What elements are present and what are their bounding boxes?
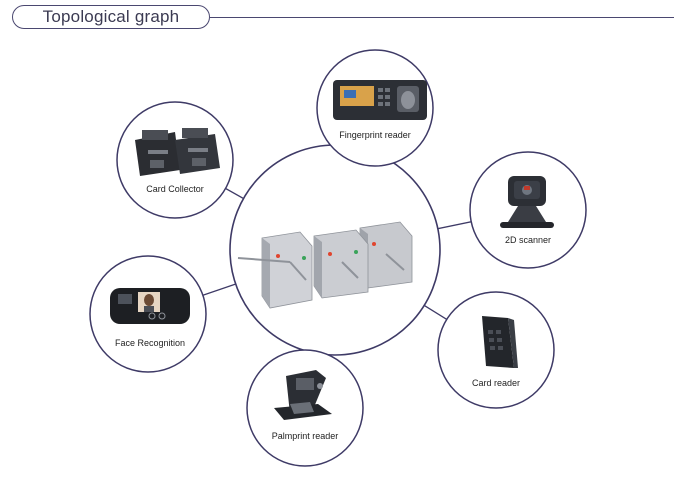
header: Topological graph bbox=[12, 5, 674, 31]
fingerprint-reader-icon bbox=[333, 80, 427, 120]
page-title: Topological graph bbox=[12, 5, 210, 29]
node-card-reader: Card reader bbox=[437, 291, 555, 409]
tripod-turnstile-icon bbox=[237, 221, 413, 309]
node-card-collector: Card Collector bbox=[116, 101, 234, 219]
card-collector-icon bbox=[135, 128, 220, 176]
palmprint-reader-icon bbox=[274, 370, 332, 420]
barcode-scanner-icon bbox=[500, 176, 554, 228]
header-rule bbox=[210, 17, 674, 18]
node-2d-scanner: 2D scanner bbox=[469, 151, 587, 269]
central-hub bbox=[229, 144, 441, 356]
node-face-recognition: Face Recognition bbox=[89, 255, 207, 373]
label-fingerprint-reader: Fingerprint reader bbox=[339, 130, 411, 140]
label-card-reader: Card reader bbox=[472, 378, 520, 388]
label-2d-scanner: 2D scanner bbox=[505, 235, 551, 245]
node-palmprint-reader: Palmprint reader bbox=[246, 349, 364, 467]
label-face-recognition: Face Recognition bbox=[115, 338, 185, 348]
node-fingerprint-reader: Fingerprint reader bbox=[316, 49, 434, 167]
label-palmprint-reader: Palmprint reader bbox=[272, 431, 339, 441]
card-reader-icon bbox=[482, 316, 518, 368]
label-card-collector: Card Collector bbox=[146, 184, 204, 194]
face-recognition-icon bbox=[110, 288, 190, 324]
